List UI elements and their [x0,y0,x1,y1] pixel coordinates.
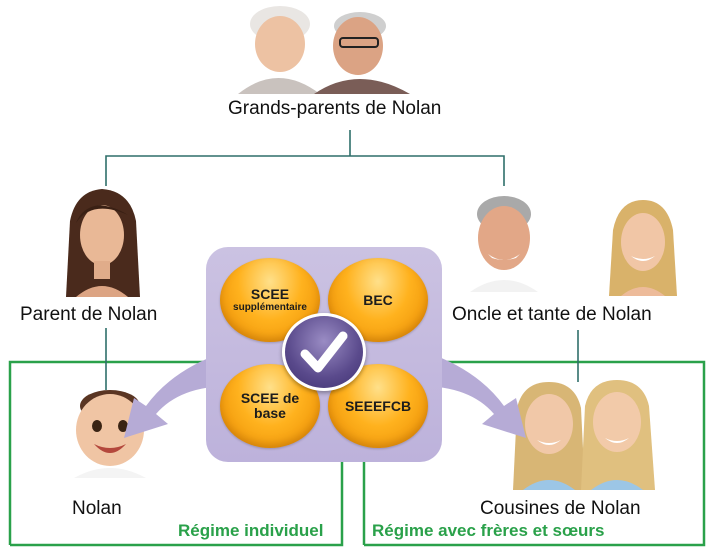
checkmark-badge [282,313,366,391]
cousins-label: Cousines de Nolan [480,498,641,519]
siblings-regime-label: Régime avec frères et sœurs [372,521,605,540]
siblings-regime-frame [362,360,706,547]
arrow-to-nolan [124,352,230,438]
grandparents-photo [218,4,414,94]
cousins-photo [513,380,655,490]
uncle-photo [470,196,538,292]
parent-photo [66,189,140,297]
orb-label: SEEEFCB [344,397,412,414]
orb-label: base [254,405,286,421]
aunt-photo [609,200,677,296]
parent-label: Parent de Nolan [20,304,158,325]
nolan-photo [74,390,146,478]
orb-label: BEC [363,291,393,308]
orb-sublabel: supplémentaire [233,302,307,313]
individual-regime-label: Régime individuel [178,521,324,540]
checkmark-icon [300,331,348,373]
orb-label: SCEE [250,286,290,302]
orb-label: SCEE de [240,390,300,406]
arrow-to-cousins [420,352,526,438]
uncle-aunt-label: Oncle et tante de Nolan [452,304,652,325]
nolan-label: Nolan [72,498,122,519]
individual-regime-frame [8,360,344,547]
grandparents-label: Grands-parents de Nolan [228,98,442,119]
tree-connector [105,130,505,186]
